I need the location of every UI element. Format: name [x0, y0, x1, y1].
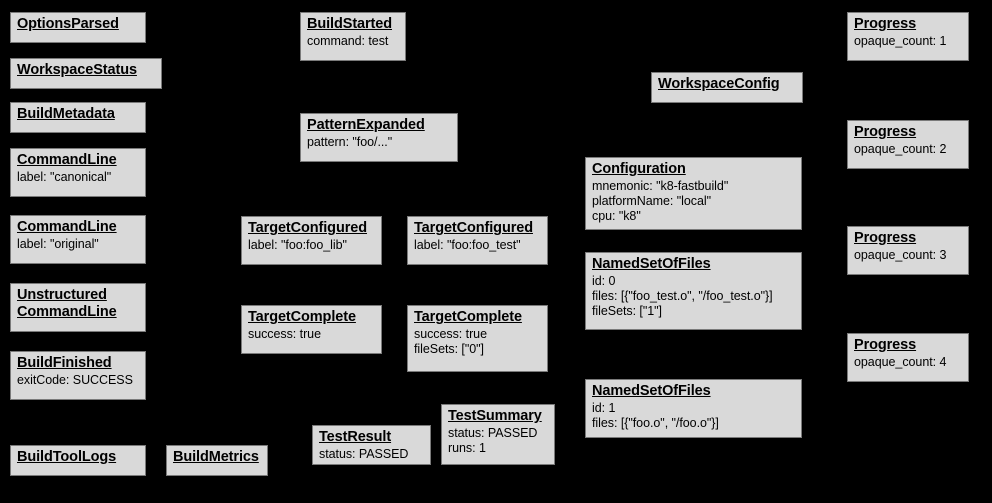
node-progress-4[interactable]: Progress opaque_count: 4 [847, 333, 969, 382]
node-field: label: "original" [17, 237, 99, 252]
node-test-result[interactable]: TestResult status: PASSED [312, 425, 431, 465]
node-fields: command: test [307, 34, 399, 49]
node-title: NamedSetOfFiles [592, 256, 711, 272]
node-fields: success: true [248, 327, 375, 342]
node-fields: opaque_count: 4 [854, 355, 962, 370]
node-field: status: PASSED [319, 447, 409, 462]
node-progress-1[interactable]: Progress opaque_count: 1 [847, 12, 969, 61]
node-title: Progress [854, 230, 917, 246]
node-title: CommandLine [17, 219, 117, 235]
node-title: BuildMetadata [17, 106, 115, 122]
node-title: TargetConfigured [414, 220, 533, 236]
node-progress-3[interactable]: Progress opaque_count: 3 [847, 226, 969, 275]
node-command-line-original[interactable]: CommandLine label: "original" [10, 215, 146, 264]
node-title: Unstructured CommandLine [17, 287, 117, 321]
node-target-configured-foo-test[interactable]: TargetConfigured label: "foo:foo_test" [407, 216, 548, 265]
node-field: opaque_count: 2 [854, 142, 947, 157]
node-configuration[interactable]: Configuration mnemonic: "k8-fastbuild"pla… [585, 157, 802, 230]
node-build-started[interactable]: BuildStarted command: test [300, 12, 406, 61]
node-workspace-config[interactable]: WorkspaceConfig [651, 72, 803, 103]
node-command-line-canonical[interactable]: CommandLine label: "canonical" [10, 148, 146, 197]
node-field: label: "foo:foo_test" [414, 238, 521, 253]
node-title: BuildMetrics [173, 449, 259, 465]
node-fields: opaque_count: 1 [854, 34, 962, 49]
node-title: TestSummary [448, 408, 542, 424]
node-title: BuildFinished [17, 355, 112, 371]
node-field: fileSets: ["1"] [592, 303, 662, 318]
node-field: opaque_count: 3 [854, 248, 947, 263]
node-target-configured-foo-lib[interactable]: TargetConfigured label: "foo:foo_lib" [241, 216, 382, 265]
node-field: files: [{"foo.o", "/foo.o"}] [592, 415, 719, 430]
node-field: opaque_count: 1 [854, 34, 947, 49]
node-fields: mnemonic: "k8-fastbuild"platformName: "l… [592, 179, 795, 223]
node-title: WorkspaceConfig [658, 76, 780, 92]
node-build-metadata[interactable]: BuildMetadata [10, 102, 146, 133]
node-title: TargetComplete [414, 309, 522, 325]
node-title: TargetConfigured [248, 220, 367, 236]
node-title: Progress [854, 337, 917, 353]
node-title: BuildStarted [307, 16, 393, 32]
node-fields: opaque_count: 2 [854, 142, 962, 157]
node-title: OptionsParsed [17, 16, 119, 32]
node-field: label: "canonical" [17, 170, 112, 185]
node-title: WorkspaceStatus [17, 62, 137, 78]
node-field: status: PASSED [448, 426, 538, 441]
node-title: Configuration [592, 161, 686, 177]
node-build-metrics[interactable]: BuildMetrics [166, 445, 268, 476]
node-build-finished[interactable]: BuildFinished exitCode: SUCCESS [10, 351, 146, 400]
node-field: pattern: "foo/..." [307, 135, 393, 150]
node-title: BuildToolLogs [17, 449, 117, 465]
node-field: command: test [307, 34, 389, 49]
node-field: exitCode: SUCCESS [17, 373, 133, 388]
node-field: id: 0 [592, 274, 616, 289]
node-fields: label: "foo:foo_lib" [248, 238, 375, 253]
node-options-parsed[interactable]: OptionsParsed [10, 12, 146, 43]
node-progress-2[interactable]: Progress opaque_count: 2 [847, 120, 969, 169]
node-title: NamedSetOfFiles [592, 383, 711, 399]
node-field: cpu: "k8" [592, 208, 641, 223]
node-field: opaque_count: 4 [854, 355, 947, 370]
node-title: Progress [854, 124, 917, 140]
node-target-complete-lib[interactable]: TargetComplete success: true [241, 305, 382, 354]
node-fields: opaque_count: 3 [854, 248, 962, 263]
node-title: CommandLine [17, 152, 117, 168]
node-title: TestResult [319, 429, 392, 445]
node-title: TargetComplete [248, 309, 356, 325]
node-field: id: 1 [592, 401, 616, 416]
node-pattern-expanded[interactable]: PatternExpanded pattern: "foo/..." [300, 113, 458, 162]
node-fields: exitCode: SUCCESS [17, 373, 139, 388]
node-fields: label: "foo:foo_test" [414, 238, 541, 253]
node-build-tool-logs[interactable]: BuildToolLogs [10, 445, 146, 476]
node-title: PatternExpanded [307, 117, 425, 133]
node-field: success: true [248, 327, 321, 342]
node-field: mnemonic: "k8-fastbuild" [592, 179, 729, 194]
node-workspace-status[interactable]: WorkspaceStatus [10, 58, 162, 89]
node-title: Progress [854, 16, 917, 32]
node-field: files: [{"foo_test.o", "/foo_test.o"}] [592, 288, 773, 303]
node-unstructured-command-line[interactable]: Unstructured CommandLine [10, 283, 146, 332]
node-field: label: "foo:foo_lib" [248, 238, 347, 253]
node-field: platformName: "local" [592, 193, 711, 208]
node-fields: pattern: "foo/..." [307, 135, 451, 150]
node-fields: status: PASSED [319, 447, 424, 462]
node-field: success: true [414, 327, 487, 342]
node-fields: label: "original" [17, 237, 139, 252]
node-field: runs: 1 [448, 440, 486, 455]
node-fields: label: "canonical" [17, 170, 139, 185]
node-field: fileSets: ["0"] [414, 341, 484, 356]
